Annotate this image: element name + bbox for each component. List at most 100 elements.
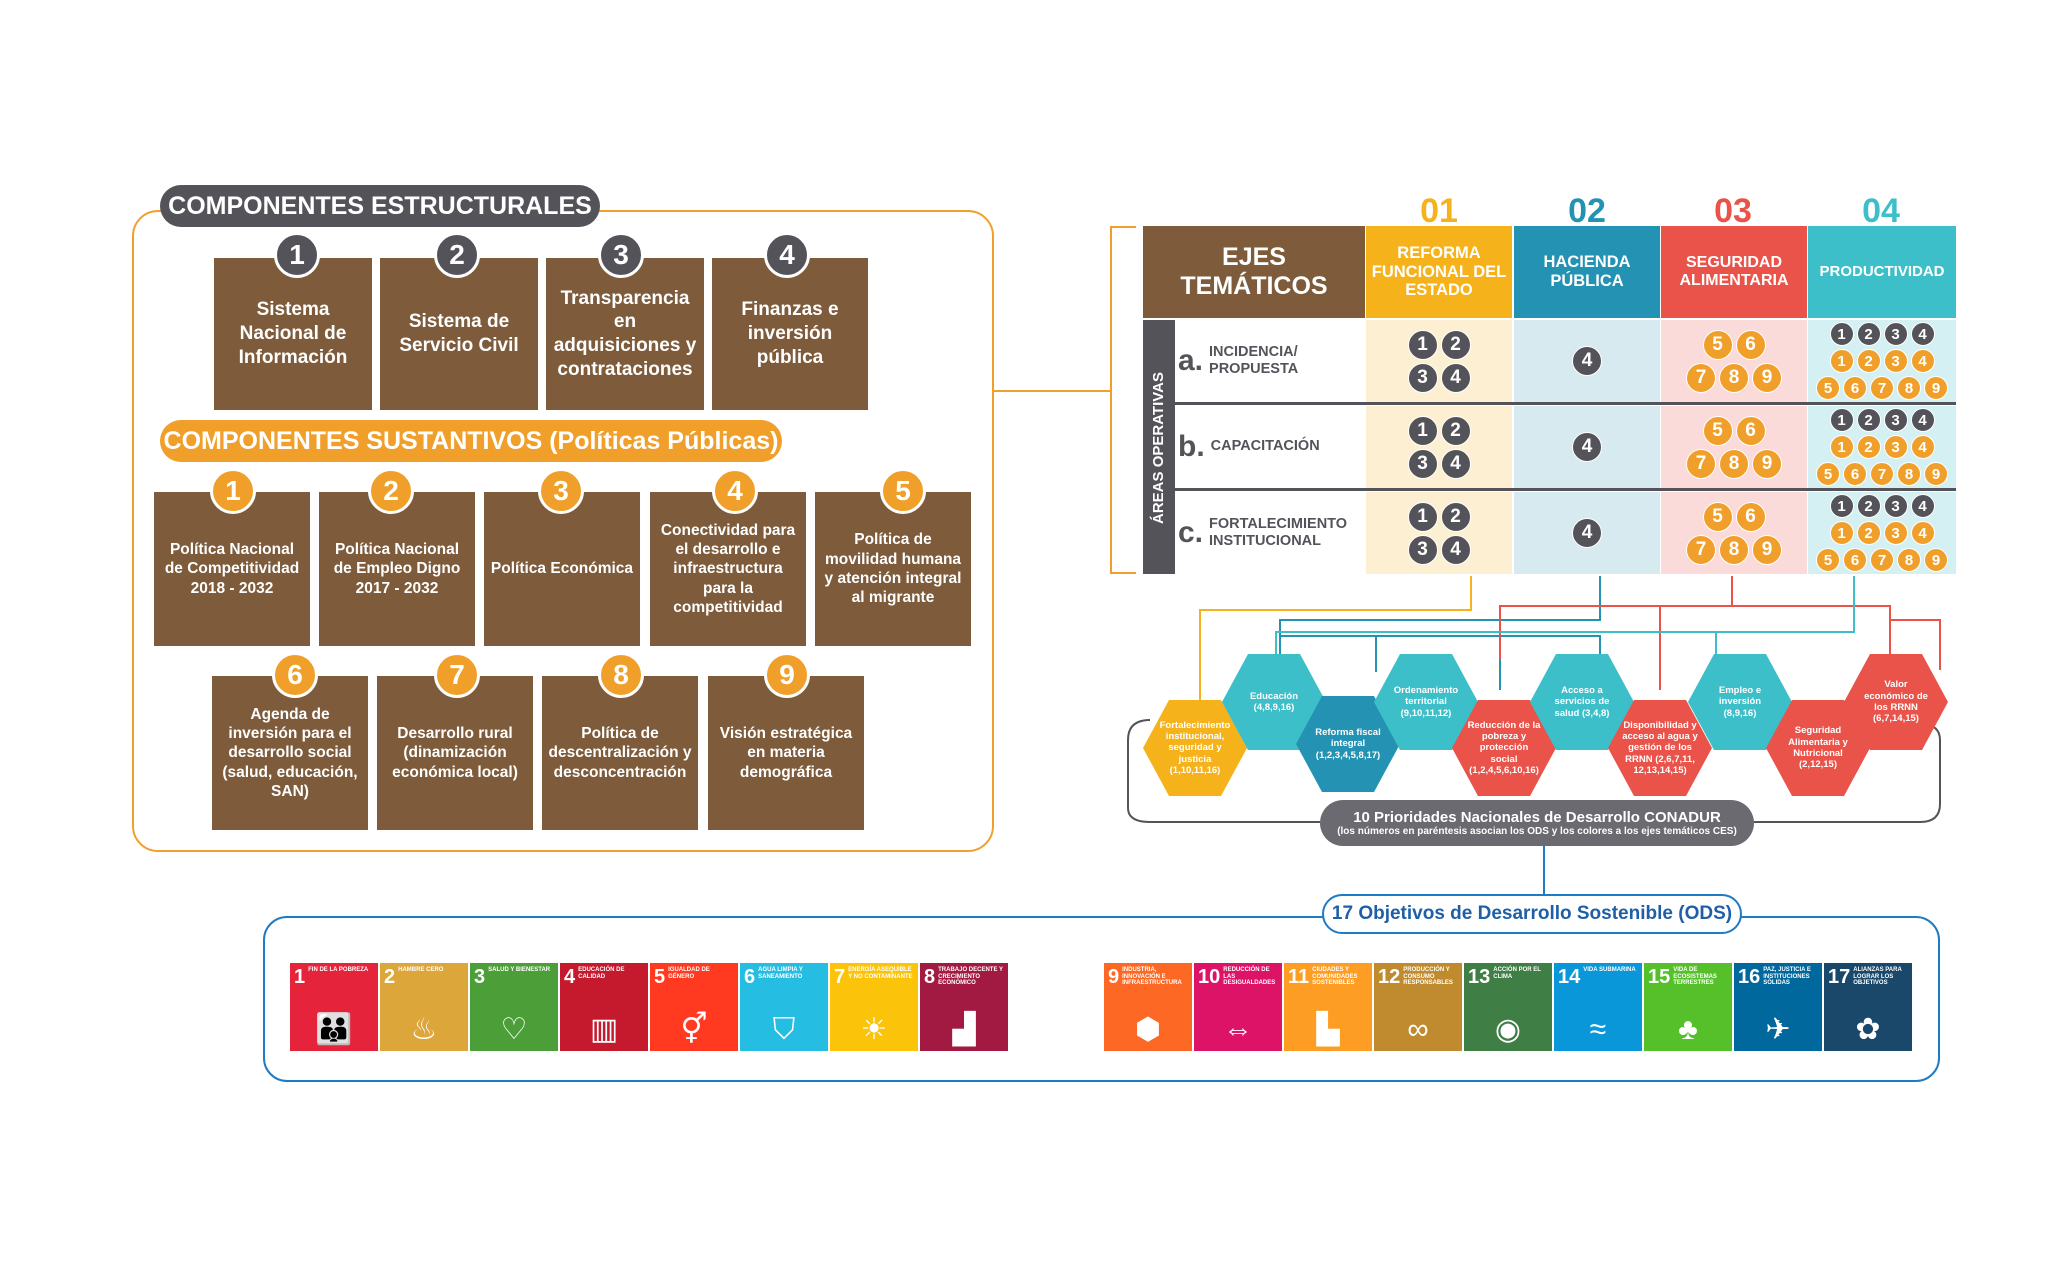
areas-operativas-bar <box>1143 320 1175 574</box>
matrix-number-badge: 8 <box>1719 362 1749 393</box>
growth-chart-icon: ▟ <box>952 1013 976 1046</box>
equal-icon: ⇔ <box>1223 1013 1253 1046</box>
ods-goal-label: TRABAJO DECENTE Y CRECIMIENTO ECONÓMICO <box>938 967 1003 987</box>
ods-goal-label: PAZ, JUSTICIA E INSTITUCIONES SÓLIDAS <box>1763 967 1811 987</box>
matrix-number-badge: 6 <box>1843 548 1867 572</box>
matrix-number-badge: 3 <box>1883 408 1908 432</box>
matrix-number-badge: 4 <box>1572 518 1602 548</box>
matrix-number-badge: 5 <box>1816 548 1840 572</box>
ods-goal-number: 10 <box>1198 966 1221 988</box>
sustantivo-number-4: 4 <box>712 468 758 514</box>
ods-goal-label: PRODUCCIÓN Y CONSUMO RESPONSABLES <box>1403 967 1453 987</box>
matrix-number-badge: 4 <box>1910 322 1935 346</box>
tree-icon: ♣ <box>1678 1013 1698 1046</box>
ods-goal-number: 9 <box>1108 966 1120 988</box>
book-icon: ▥ <box>589 1013 619 1046</box>
matrix-number-badge: 3 <box>1883 322 1908 346</box>
matrix-number-badge: 7 <box>1686 534 1716 565</box>
ods-goal-number: 1 <box>294 966 306 988</box>
matrix-number-badge: 1 <box>1407 501 1438 532</box>
ods-goal-number: 2 <box>384 966 396 988</box>
row-label-fortalecimiento: c.FORTALECIMIENTO INSTITUCIONAL <box>1178 492 1364 574</box>
row-letter: a. <box>1178 344 1204 377</box>
row-letter: c. <box>1178 516 1204 549</box>
ods-goal-label: ALIANZAS PARA LOGRAR LOS OBJETIVOS <box>1853 967 1902 987</box>
gender-icon: ⚥ <box>680 1013 708 1046</box>
ods-goal-number: 7 <box>834 966 846 988</box>
matrix-number-badge: 3 <box>1883 349 1908 373</box>
ods-goal-label: INDUSTRIA, INNOVACIÓN E INFRAESTRUCTURA <box>1122 967 1182 987</box>
matrix-number-badge: 5 <box>1816 376 1840 400</box>
matrix-number-badge: 2 <box>1440 329 1471 360</box>
matrix-number-badge: 6 <box>1735 501 1766 532</box>
ods-goal-label: SALUD Y BIENESTAR <box>488 967 551 973</box>
matrix-number-badge: 1 <box>1829 494 1854 518</box>
sustantivo-box-6: Agenda de inversión para el desarrollo s… <box>212 676 368 830</box>
matrix-number-badge: 9 <box>1924 462 1948 486</box>
matrix-number-badge: 5 <box>1816 462 1840 486</box>
estructural-number-2: 2 <box>434 232 480 278</box>
sustantivo-box-9: Visión estratégica en materia demográfic… <box>708 676 864 830</box>
matrix-number-badge: 7 <box>1870 376 1894 400</box>
ods-goal-label: ACCIÓN POR EL CLIMA <box>1493 967 1541 980</box>
cubes-icon: ⬢ <box>1134 1013 1162 1046</box>
matrix-number-badge: 1 <box>1829 408 1854 432</box>
matrix-bracket <box>1110 226 1136 574</box>
eje-header-seguridad: SEGURIDAD ALIMENTARIA <box>1661 226 1807 318</box>
matrix-number-badge: 1 <box>1829 521 1854 545</box>
matrix-cell: 4 <box>1514 406 1660 488</box>
prioridades-title-pill: 10 Prioridades Nacionales de Desarrollo … <box>1320 800 1754 846</box>
infinity-icon: ∞ <box>1407 1013 1429 1046</box>
matrix-number-badge: 3 <box>1883 494 1908 518</box>
estructural-number-4: 4 <box>764 232 810 278</box>
matrix-number-badge: 2 <box>1856 408 1881 432</box>
matrix-cell-row: 4 <box>1572 518 1602 548</box>
ods-goal-number: 12 <box>1378 966 1401 988</box>
matrix-number-badge: 4 <box>1910 408 1935 432</box>
componentes-estructurales-title: COMPONENTES ESTRUCTURALES <box>160 185 600 227</box>
prioridad-hex-5: Reducción de la pobreza y protección soc… <box>1452 700 1556 796</box>
matrix-number-badge: 2 <box>1856 494 1881 518</box>
bowl-icon: ♨ <box>410 1013 438 1046</box>
matrix-number-badge: 1 <box>1407 415 1438 446</box>
matrix-number-badge: 8 <box>1719 534 1749 565</box>
eje-number-04: 04 <box>1862 192 1900 230</box>
row-separator <box>1175 488 1956 491</box>
ods-goal-number: 4 <box>564 966 576 988</box>
matrix-number-badge: 4 <box>1440 534 1471 565</box>
row-label-capacitacion: b.CAPACITACIÓN <box>1178 406 1364 488</box>
eje-header-reforma: REFORMA FUNCIONAL DEL ESTADO <box>1366 226 1512 318</box>
sustantivo-box-5: Política de movilidad humana y atención … <box>815 492 971 646</box>
sustantivo-number-2: 2 <box>368 468 414 514</box>
ods-title: 17 Objetivos de Desarrollo Sostenible (O… <box>1322 894 1742 934</box>
matrix-cell: 4 <box>1514 492 1660 574</box>
matrix-number-badge: 3 <box>1407 534 1438 565</box>
sustantivo-number-6: 6 <box>272 652 318 698</box>
city-icon: ▙ <box>1316 1013 1340 1046</box>
matrix-number-badge: 3 <box>1407 448 1438 479</box>
sustantivo-number-3: 3 <box>538 468 584 514</box>
row-label-text: CAPACITACIÓN <box>1210 438 1320 455</box>
ods-goal-label: VIDA DE ECOSISTEMAS TERRESTRES <box>1673 967 1717 987</box>
ods-goal-number: 14 <box>1558 966 1581 988</box>
water-icon: ⛉ <box>772 1013 796 1046</box>
sustantivo-box-4: Conectividad para el desarrollo e infrae… <box>650 492 806 646</box>
